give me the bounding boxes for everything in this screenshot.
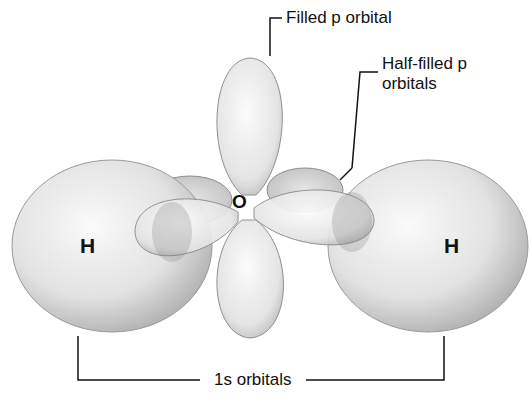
- h-atom: H: [80, 234, 95, 258]
- h-atom: H: [444, 234, 459, 258]
- callout-label: Filled p orbital: [286, 8, 392, 28]
- overlap-shade: [152, 202, 192, 262]
- atom-symbol: H: [80, 234, 95, 258]
- p-lobe: [217, 58, 282, 195]
- bracket-line: [306, 336, 444, 380]
- atom-symbol: H: [444, 234, 459, 258]
- p-lobe: [217, 220, 284, 338]
- overlap-shade: [332, 192, 372, 252]
- leader-line: [352, 72, 378, 168]
- leader-line: [270, 18, 282, 56]
- callout-label: Half-filled p orbitals: [382, 54, 492, 94]
- callout-label: 1s orbitals: [214, 370, 291, 390]
- h-1s-orbital: [328, 160, 528, 332]
- bracket-line: [78, 336, 200, 380]
- leader-line: [340, 168, 352, 180]
- atom-symbol: O: [232, 192, 247, 212]
- h-1s-orbital: [12, 160, 212, 332]
